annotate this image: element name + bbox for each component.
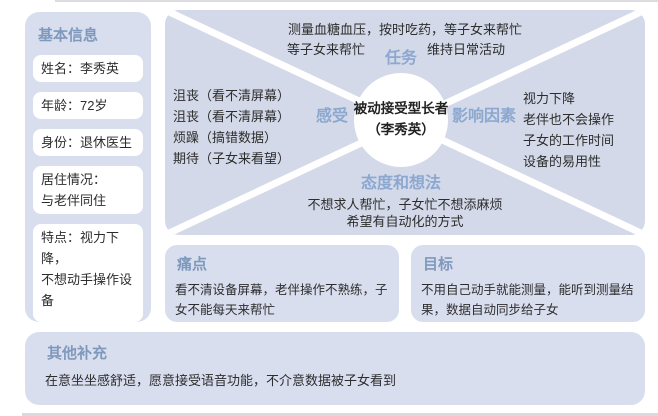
pain-points-title: 痛点 xyxy=(177,256,208,273)
basic-info-title: 基本信息 xyxy=(38,27,99,44)
top-crop-line xyxy=(55,0,658,2)
pain-points-panel: 痛点 看不清设备屏幕，老伴操作不熟练，子女不能每天来帮忙 xyxy=(165,245,399,322)
feelings-item: 期待（子女来看望） xyxy=(173,151,291,166)
factors-list: 视力下降 老伴也不会操作 子女的工作时间 设备的易用性 xyxy=(523,88,614,172)
empathy-map: 测量血糖血压，按时吃药，等子女来帮忙 等子女来帮忙 维持日常活动 任务 沮丧（看… xyxy=(165,10,645,235)
attitudes-label: 态度和想法 xyxy=(360,175,441,192)
info-card-living: 居住情况： 与老伴同住 xyxy=(33,166,143,214)
center-circle xyxy=(354,73,448,167)
feelings-item: 沮丧（看不清屏幕） xyxy=(173,88,291,103)
tasks-line-2b: 维持日常活动 xyxy=(427,42,506,57)
extra-notes-text: 在意坐坐感舒适，愿意接受语音功能，不介意数据被子女看到 xyxy=(45,373,397,388)
empathy-map-dividers xyxy=(165,10,645,235)
goals-text: 不用自己动手就能测量，能听到测量结果，数据自动同步给子女 xyxy=(421,283,634,317)
attitudes-line-1: 不想求人帮忙，子女忙不想添麻烦 xyxy=(307,197,503,212)
basic-info-panel: 基本信息 姓名：李秀英 年龄：72岁 身份：退休医生 居住情况： 与老伴同住 特… xyxy=(25,12,151,322)
feelings-item: 沮丧（看不清屏幕） xyxy=(173,109,291,124)
info-card-name: 姓名：李秀英 xyxy=(33,55,143,82)
extra-notes-panel: 其他补充 在意坐坐感舒适，愿意接受语音功能，不介意数据被子女看到 xyxy=(25,332,645,405)
tasks-label: 任务 xyxy=(384,50,417,67)
factors-item: 视力下降 xyxy=(523,91,576,106)
pain-points-text: 看不清设备屏幕，老伴操作不熟练，子女不能每天来帮忙 xyxy=(175,283,388,317)
goals-title: 目标 xyxy=(423,256,454,273)
persona-name: （李秀英） xyxy=(367,122,435,137)
bottom-crop-line xyxy=(22,413,658,416)
feelings-label: 感受 xyxy=(315,108,348,125)
tasks-line-1: 测量血糖血压，按时吃药，等子女来帮忙 xyxy=(287,22,522,37)
tasks-line-2a: 等子女来帮忙 xyxy=(287,42,366,57)
persona-center-bubble: 被动接受型长者 （李秀英） xyxy=(321,98,481,140)
extra-notes-title: 其他补充 xyxy=(47,345,108,362)
factors-item: 设备的易用性 xyxy=(523,154,602,169)
feelings-list: 沮丧（看不清屏幕） 沮丧（看不清屏幕） 烦躁（搞错数据） 期待（子女来看望） xyxy=(173,85,290,169)
feelings-item: 烦躁（搞错数据） xyxy=(173,130,278,145)
attitudes-line-2: 希望有自动化的方式 xyxy=(346,214,464,229)
factors-label: 影响因素 xyxy=(451,108,516,125)
info-card-identity: 身份：退休医生 xyxy=(33,129,143,156)
factors-item: 子女的工作时间 xyxy=(523,133,615,148)
factors-item: 老伴也不会操作 xyxy=(523,112,615,127)
goals-panel: 目标 不用自己动手就能测量，能听到测量结果，数据自动同步给子女 xyxy=(411,245,645,322)
persona-type: 被动接受型长者 xyxy=(353,101,449,116)
info-card-traits: 特点：视力下降， 不想动手操作设备 xyxy=(33,224,143,322)
info-card-age: 年龄：72岁 xyxy=(33,92,143,119)
